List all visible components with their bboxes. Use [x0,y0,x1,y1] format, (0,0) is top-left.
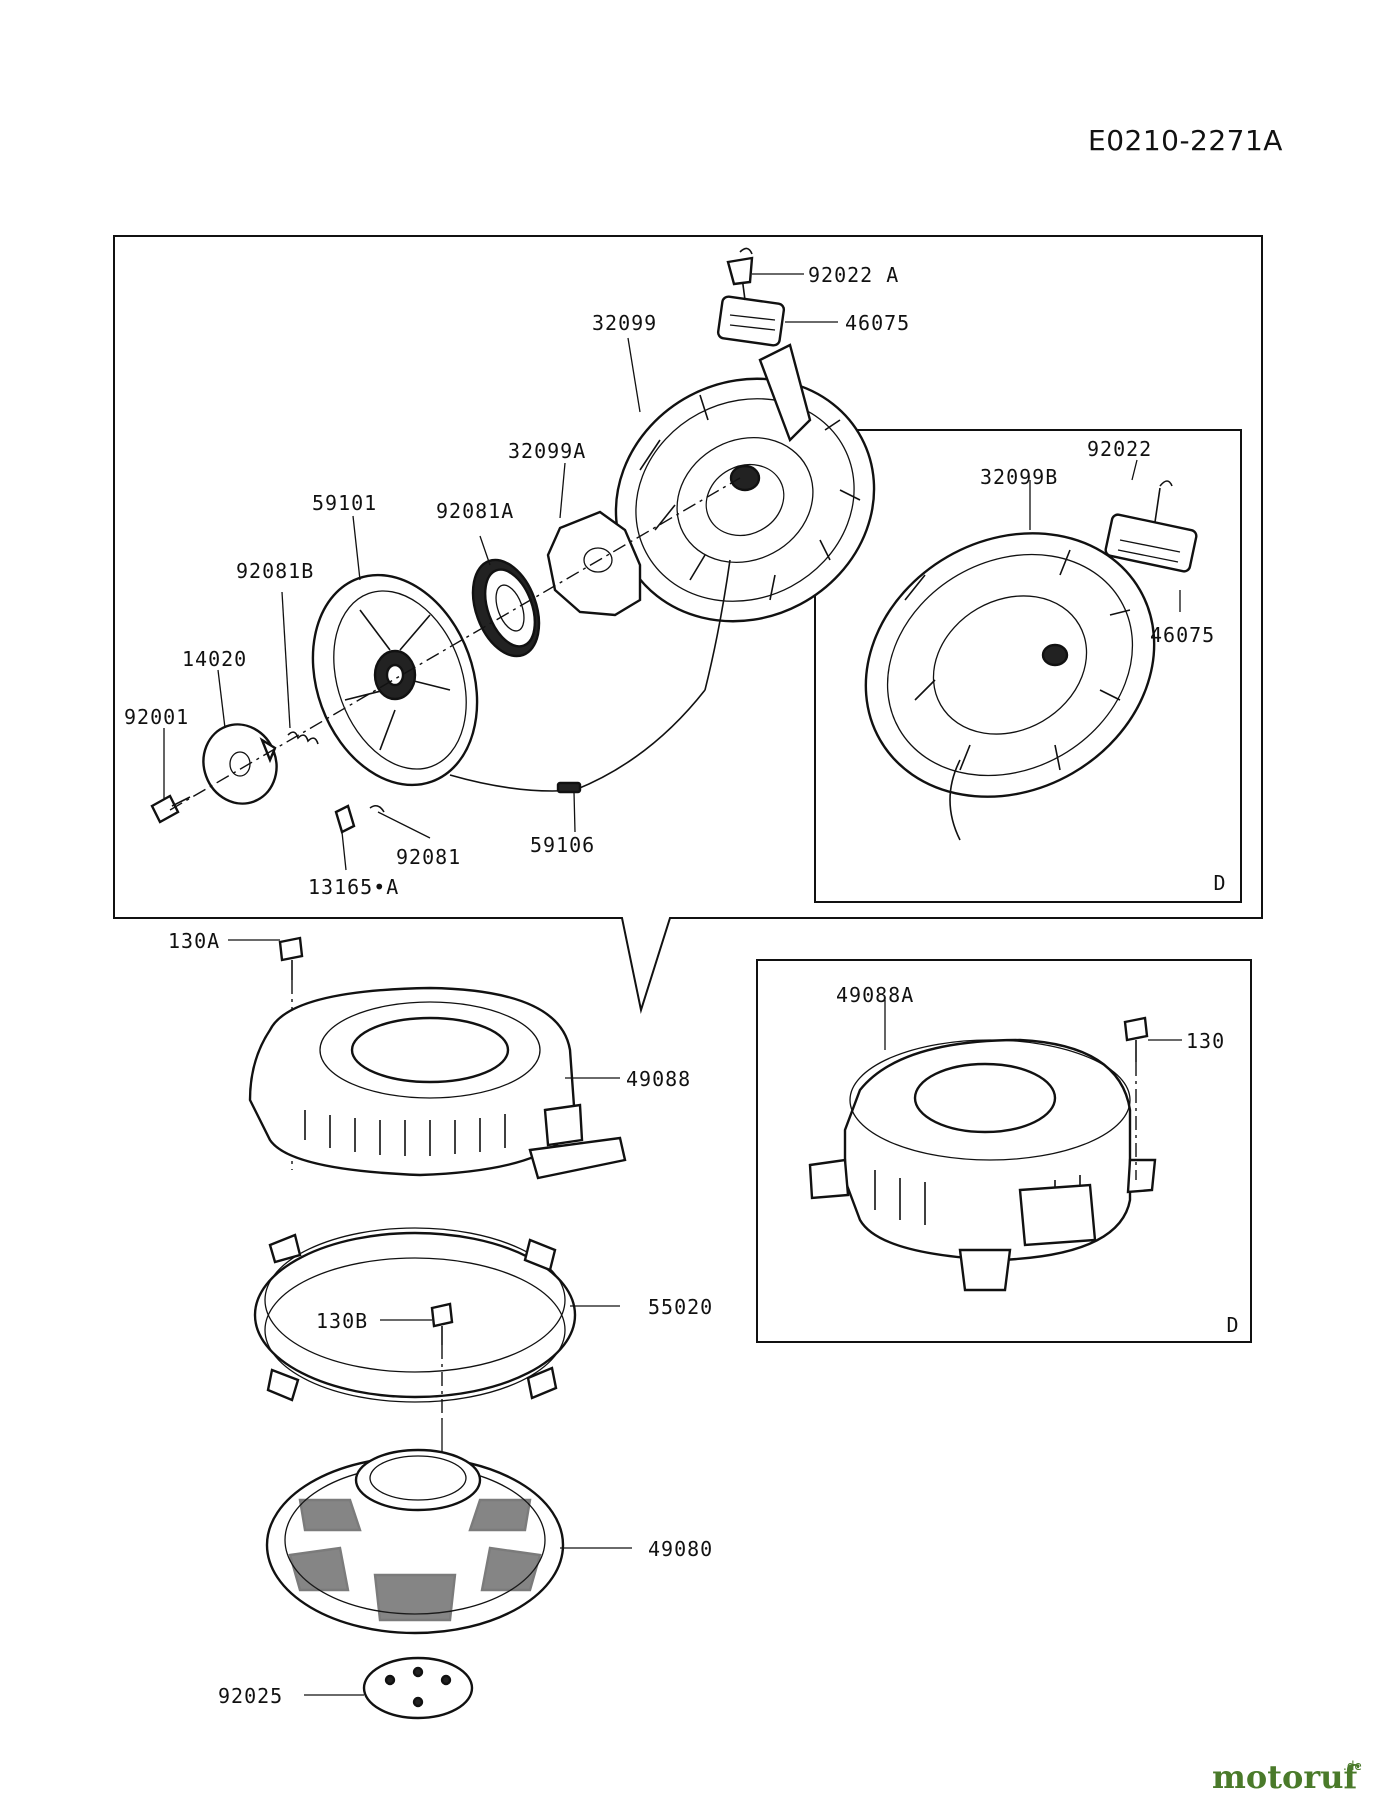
label-32099A: 32099A [508,439,586,463]
detail-marker-upper: D [1213,871,1226,895]
pulley-reel-59101 [311,573,479,787]
label-46075: 46075 [845,311,910,335]
starter-case-32099 [614,343,876,623]
starter-cover-49088 [248,986,627,1180]
diagram-code: E0210-2271A [1088,124,1283,157]
assembly-axis-line [169,477,741,811]
label-92081B: 92081B [236,559,314,583]
bolt-130B [430,1302,454,1345]
starter-cover-49088A [808,1038,1157,1292]
starter-screen-49080 [265,1448,565,1635]
label-14020: 14020 [182,647,247,671]
bolt-130 [1123,1016,1149,1062]
detail-d-frame-lower [756,959,1252,1343]
starter-guide-55020 [253,1227,577,1403]
leader-lines [163,273,1182,1696]
label-59106: 59106 [530,833,595,857]
label-49080: 49080 [648,1537,713,1561]
starter-case-32099B [864,532,1156,841]
starter-handle-46075 [716,247,786,347]
label-130B: 130B [316,1309,368,1333]
label-46075-detail: 46075 [1150,623,1215,647]
small-spring-92081B [287,731,319,745]
main-assembly-frame [113,235,1263,1014]
label-49088A: 49088A [836,983,914,1007]
rope-sleeve [556,781,582,794]
starter-handle-46075-detail [1104,480,1198,573]
spiral-spring-92081A [471,558,541,658]
label-92001: 92001 [124,705,189,729]
label-59101: 59101 [312,491,377,515]
brand-suffix: .de [1343,1759,1362,1773]
label-130A: 130A [168,929,220,953]
label-92025: 92025 [218,1684,283,1708]
label-32099B: 32099B [980,465,1058,489]
label-92081A: 92081A [436,499,514,523]
pawl-13165A [334,804,385,834]
plate-92025 [362,1656,474,1720]
label-92022A: 92022 A [808,263,899,287]
brand-watermark: motoruf [1212,1758,1359,1796]
label-130: 130 [1186,1029,1225,1053]
detail-marker-lower: D [1226,1313,1239,1337]
ratchet-14020 [202,723,278,805]
label-49088: 49088 [626,1067,691,1091]
label-32099: 32099 [592,311,657,335]
label-55020: 55020 [648,1295,713,1319]
label-13165A: 13165•A [308,875,399,899]
label-92081: 92081 [396,845,461,869]
bolt-130A [278,936,304,980]
label-92022: 92022 [1087,437,1152,461]
detail-d-frame-upper [814,429,1242,903]
